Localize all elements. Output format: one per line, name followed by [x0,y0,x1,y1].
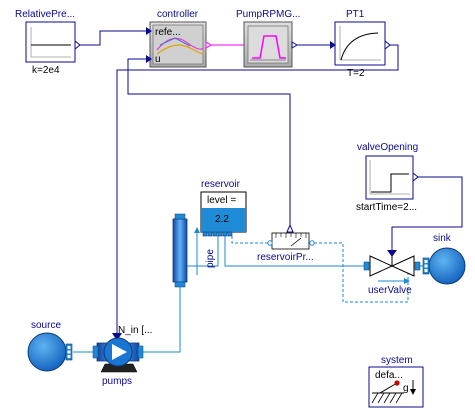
reservoir-level-value: 2.2 [215,214,229,225]
pipe-port-top [174,213,186,220]
system-g-label: g [403,383,409,394]
user-valve-port-b [414,261,421,271]
connection-reservoir-valve[interactable] [224,236,368,267]
sink-block[interactable]: sink [422,233,466,285]
relative-pressure-output-port [74,39,81,51]
sink-port-dots [424,260,428,272]
user-valve-control-port [387,250,397,257]
pt1-param: T=2 [347,68,365,79]
user-valve-right-cone [390,255,415,277]
pt1-block[interactable]: PT1 T=2 [330,9,391,79]
controller-input-ref-port [146,27,152,35]
pt1-name: PT1 [346,9,365,20]
relative-pressure-box [25,21,76,63]
relative-pressure-param: k=2e4 [32,65,60,76]
pumps-port-left [92,345,99,359]
pt1-box [334,21,386,66]
user-valve-name: userValve [368,285,412,296]
system-name: system [381,355,413,366]
reservoir-pressure-port-a [267,240,273,246]
user-valve-port-a [363,261,370,271]
reservoir-pressure-port-b [309,240,315,246]
user-valve-flow-arrow-head [404,278,410,284]
system-block[interactable]: system defa... g [368,355,424,408]
connection-pt1-pumps[interactable] [116,44,399,336]
reservoir-pressure-name: reservoirPr... [257,252,314,263]
valve-opening-step [371,173,409,193]
connection-valveopening-uservalve[interactable] [391,176,463,250]
reservoir-fluid [201,208,246,232]
reservoir-block[interactable]: reservoir level = 2.2 [200,179,247,237]
connection-pumps-pipe[interactable] [140,284,181,353]
source-sphere [27,332,67,372]
controller-output-port [205,41,212,49]
pumps-input-port [112,333,122,341]
reservoir-pressure-needle [290,237,302,247]
pipe-tube [172,218,188,283]
pt1-output-port [384,39,391,51]
pipe-block[interactable]: pipe [172,213,216,288]
pumps-arrow [112,344,127,360]
connection-sensor-controller[interactable] [127,58,291,232]
connection-reservoir-sensor[interactable] [231,236,270,244]
user-valve-block[interactable]: userValve [363,250,421,296]
system-gravity-arrow-head [410,389,416,395]
pumps-block[interactable]: N_in [... pumps [92,325,152,387]
source-port-dots [67,346,71,358]
controller-input-u-port [146,55,152,63]
pt1-input-port [330,41,336,49]
controller-port-u-label: u [155,54,161,65]
connection-sensor-sink[interactable] [314,242,409,303]
reservoir-pressure-sensor[interactable]: reservoirPr... [257,223,315,263]
signal-connections [75,30,463,336]
pumps-input-label: N_in [... [118,325,152,336]
connection-relpress-controller[interactable] [75,30,150,46]
pumps-port-right [137,345,144,359]
reservoir-pressure-ticks [275,233,307,238]
system-param: defa... [375,370,403,381]
source-block[interactable]: source [27,320,73,372]
reservoir-ports [202,231,233,237]
pump-rpm-inner [247,25,289,64]
system-ground-hatch [371,392,403,404]
valve-opening-name: valveOpening [357,142,418,153]
reservoir-pressure-output-port [286,223,294,233]
pipe-name: pipe [205,249,216,268]
controller-port-ref-label: refe... [155,27,181,38]
valve-opening-block[interactable]: valveOpening startTime=2... [356,142,419,213]
pipe-port-bottom [174,281,186,288]
reservoir-level-label: level = [207,195,236,206]
system-pendulum-mass [394,380,400,386]
controller-block[interactable]: controller refe... u [146,9,212,68]
pump-rpm-block[interactable]: PumpRPMG... [236,9,300,68]
valve-opening-param: startTime=2... [356,202,417,213]
sink-name: sink [433,233,452,244]
controller-name: controller [157,9,199,20]
valve-opening-output-port [412,171,419,183]
controller-curve-3 [159,37,191,47]
pipe-flow-arrow-head [194,227,200,233]
pt1-curve [340,32,379,61]
reservoir-name: reservoir [201,179,241,190]
system-pendulum [379,382,398,394]
source-name: source [31,320,61,331]
sink-sphere [428,247,466,285]
system-box [368,366,424,408]
relative-pressure-name: RelativePre... [15,9,75,20]
pump-rpm-output-port [291,41,298,49]
reservoir-pressure-box [271,232,310,250]
pump-rpm-trapezoid [252,35,286,59]
controller-curve-2 [156,44,204,55]
fluid-connections [73,218,425,353]
pump-rpm-name: PumpRPMG... [236,9,300,20]
user-valve-left-cone [369,255,394,277]
relative-pressure-block[interactable]: RelativePre... k=2e4 [15,9,81,76]
pumps-name: pumps [102,376,132,387]
valve-opening-box [365,155,414,200]
